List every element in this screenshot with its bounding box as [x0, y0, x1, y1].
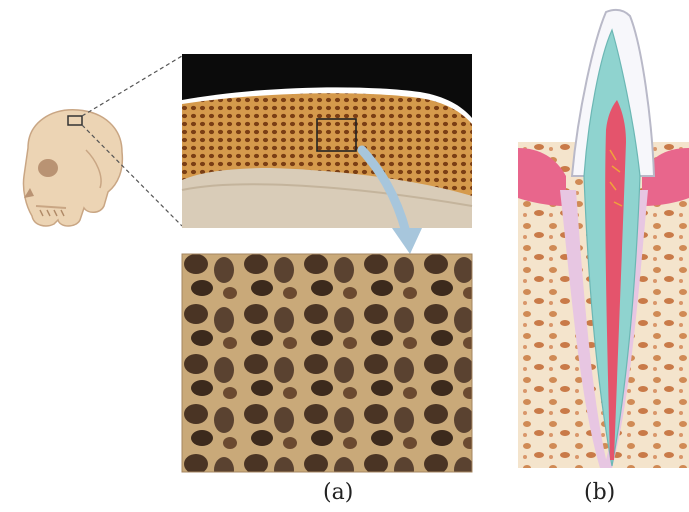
bone-cross-section-photo: [182, 54, 472, 228]
panel-b-label: (b): [584, 480, 615, 505]
tooth-illustration: [518, 10, 689, 468]
spongy-bone-closeup-photo: [182, 254, 472, 472]
panel-a-label: (a): [323, 480, 353, 505]
skull-illustration: [23, 110, 122, 226]
